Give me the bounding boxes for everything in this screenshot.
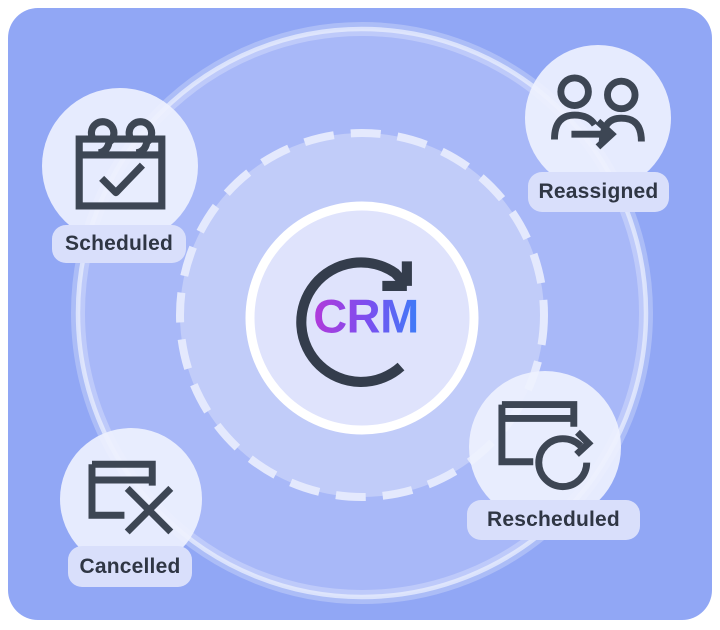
hub-circle	[245, 201, 479, 435]
rescheduled-label-pill: Rescheduled	[467, 500, 640, 540]
reassigned-label: Reassigned	[538, 180, 659, 203]
cancelled-label: Cancelled	[79, 554, 181, 578]
rotate-clockwise-arrow-icon	[296, 257, 412, 387]
crm-wordmark: CRM	[313, 289, 419, 343]
crm-sync-panel: Scheduled Reassigned	[8, 8, 712, 620]
users-transfer-icon	[551, 74, 645, 150]
rescheduled-node-circle	[469, 371, 621, 523]
cancelled-label-pill: Cancelled	[68, 546, 192, 587]
calendar-refresh-icon	[498, 401, 594, 491]
scheduled-node-circle	[42, 88, 198, 244]
calendar-cross-icon	[88, 460, 174, 535]
calendar-check-icon	[75, 118, 166, 210]
reassigned-node-circle	[525, 45, 671, 191]
orbit-rings	[71, 22, 653, 604]
outer-ring-line	[75, 26, 649, 600]
scheduled-label: Scheduled	[65, 232, 173, 255]
scheduled-label-pill: Scheduled	[52, 225, 186, 263]
rescheduled-label: Rescheduled	[487, 508, 620, 531]
reassigned-label-pill: Reassigned	[528, 172, 669, 212]
